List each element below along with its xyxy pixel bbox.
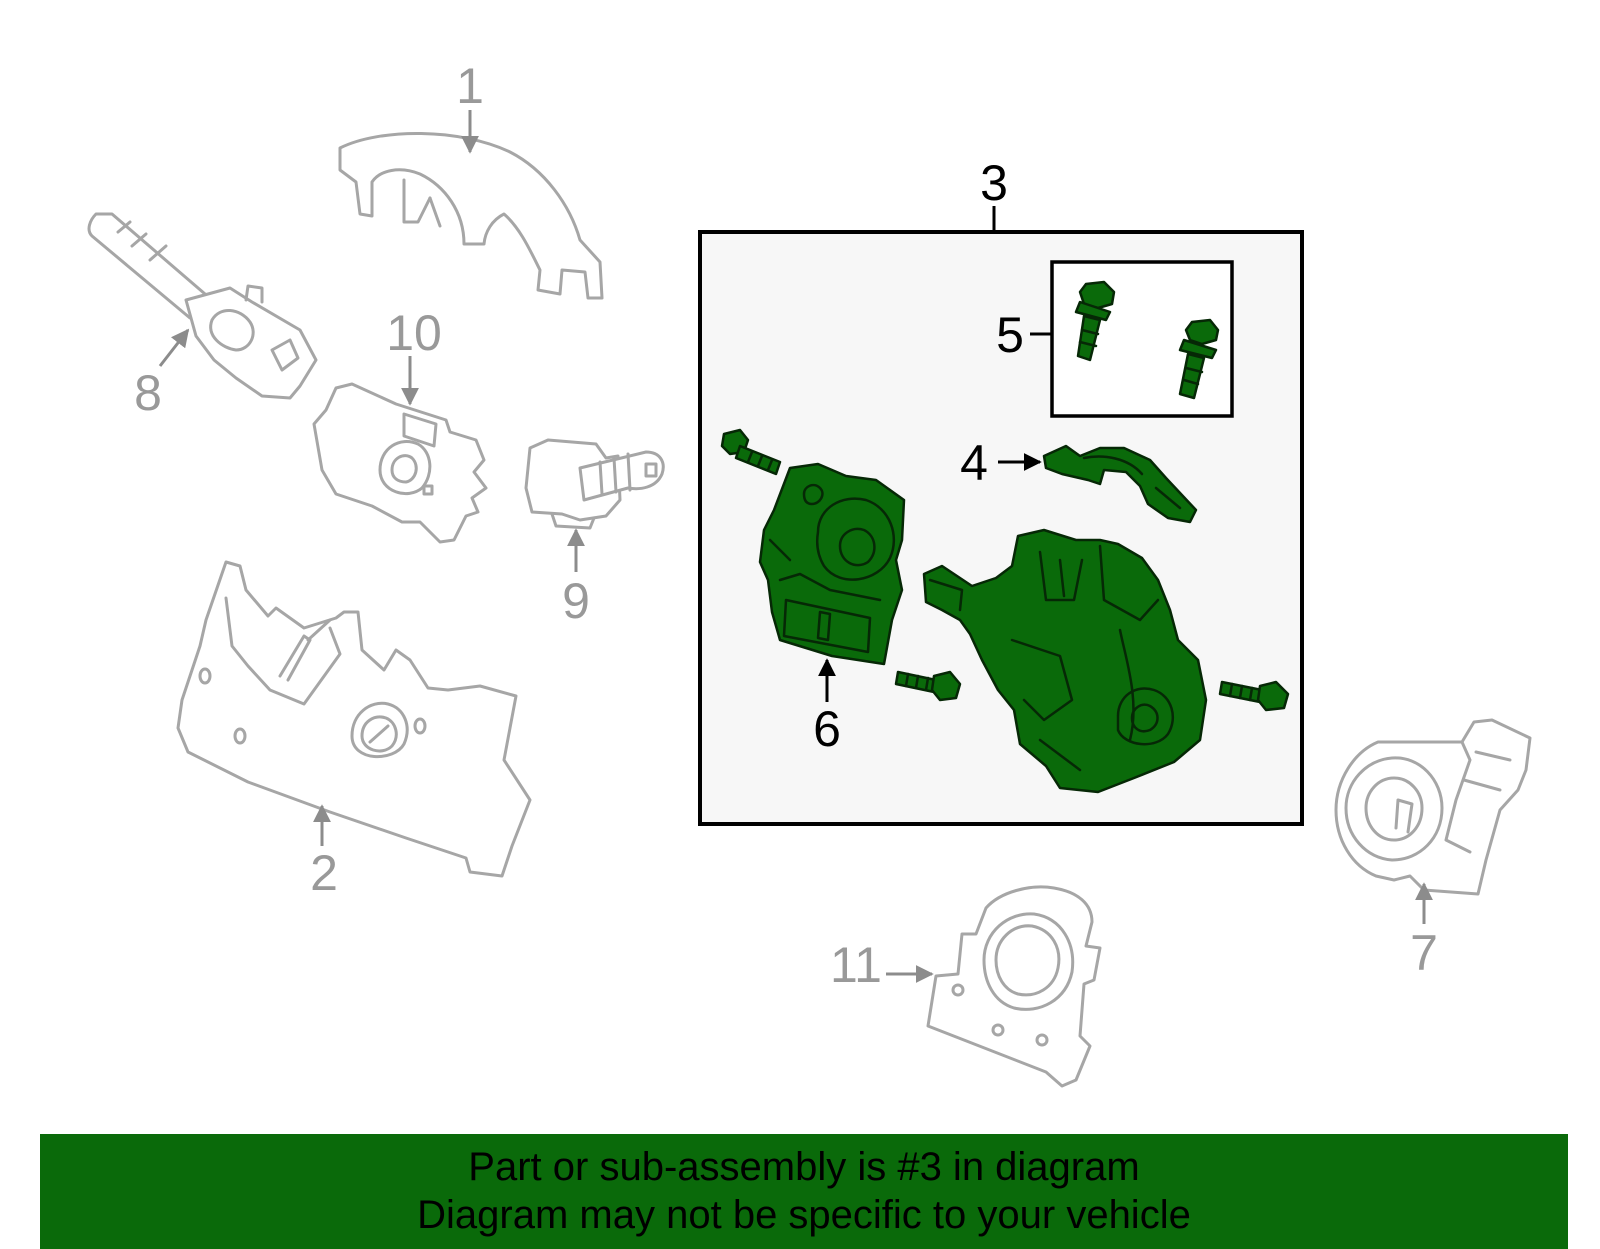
part-1-upper-column-cover[interactable]	[338, 132, 604, 300]
callout-9: 9	[562, 528, 590, 629]
part-7-ring-module[interactable]	[1334, 718, 1532, 896]
callout-10-label: 10	[386, 305, 442, 361]
callout-5: 5	[996, 307, 1052, 363]
part-3-ignition-assembly[interactable]	[922, 528, 1208, 794]
part-2-lower-column-cover[interactable]	[176, 560, 532, 878]
callout-6-label: 6	[813, 701, 841, 757]
bolt-upper-left[interactable]	[720, 428, 782, 476]
callout-5-label: 5	[996, 307, 1024, 363]
callout-1: 1	[456, 58, 484, 154]
callout-2-label: 2	[310, 845, 338, 901]
callout-4: 4	[960, 435, 1042, 491]
part-8-combination-switch-lever[interactable]	[87, 212, 318, 400]
callout-1-label: 1	[456, 58, 484, 114]
part-4-bracket[interactable]	[1042, 444, 1198, 524]
part-5-bolt-a[interactable]	[1074, 280, 1116, 362]
callout-4-label: 4	[960, 435, 988, 491]
callout-7: 7	[1410, 882, 1438, 981]
callout-7-label: 7	[1410, 925, 1438, 981]
callout-11-label: 11	[830, 937, 882, 993]
part-11-ring-bracket[interactable]	[926, 885, 1102, 1088]
assembly-3-inset[interactable]: 6 4 5	[698, 230, 1304, 826]
part-6-switch-housing[interactable]	[758, 462, 906, 666]
callout-8-label: 8	[134, 365, 162, 421]
bolt-center[interactable]	[894, 670, 962, 702]
part-10-switch-body[interactable]	[312, 382, 488, 544]
callout-10: 10	[386, 305, 442, 406]
banner-line-1: Part or sub-assembly is #3 in diagram	[468, 1145, 1140, 1189]
callout-8: 8	[134, 328, 190, 421]
callout-9-label: 9	[562, 573, 590, 629]
bolt-right[interactable]	[1218, 680, 1290, 712]
banner-line-2: Diagram may not be specific to your vehi…	[417, 1193, 1191, 1237]
callout-6: 6	[813, 658, 841, 757]
callout-3-label: 3	[980, 155, 1008, 211]
callout-3: 3	[980, 155, 1008, 232]
part-9-lever-switch[interactable]	[524, 438, 665, 530]
callout-2: 2	[310, 804, 338, 901]
callout-11: 11	[830, 937, 934, 993]
part-5-bolt-b[interactable]	[1178, 318, 1220, 400]
info-banner: Part or sub-assembly is #3 in diagram Di…	[40, 1134, 1568, 1249]
